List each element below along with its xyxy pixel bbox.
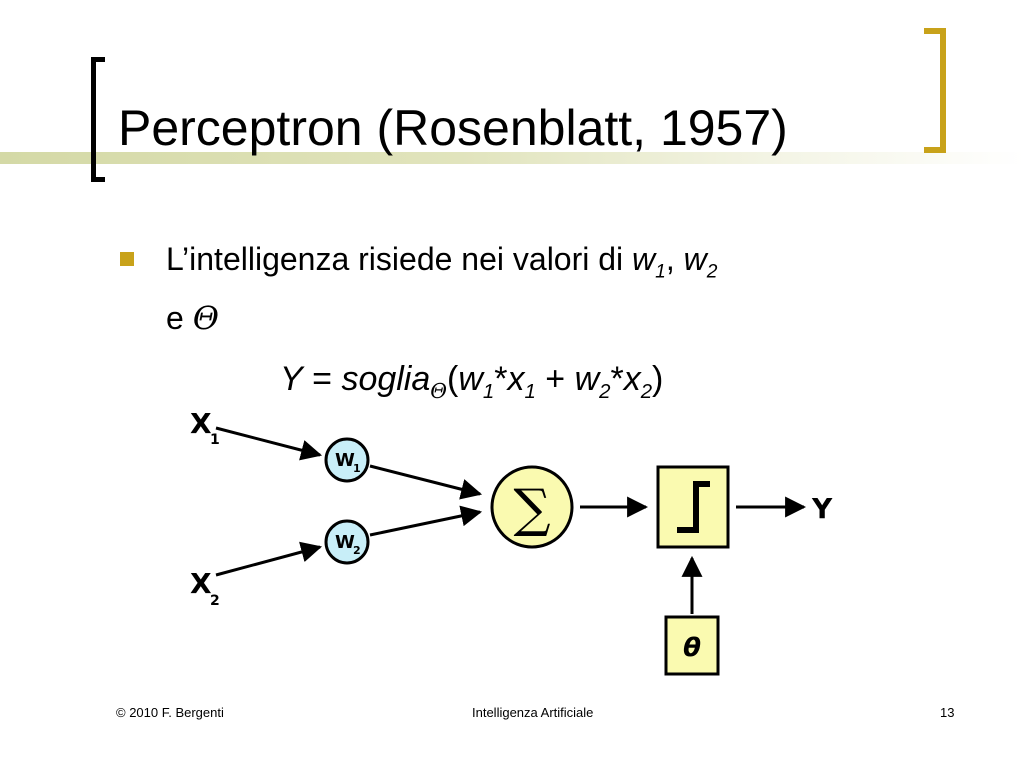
slide-title: Perceptron (Rosenblatt, 1957): [118, 100, 788, 156]
perceptron-diagram: X 1 X 2 W 1 W 2 ∑ Y θ: [190, 407, 833, 676]
bullet-lead-text: L’intelligenza risiede nei valori di: [166, 241, 633, 277]
theta-symbol: θ: [683, 633, 701, 663]
bullet-w1: w1: [632, 241, 666, 283]
svg-text:1: 1: [210, 432, 220, 448]
threshold-node: θ: [664, 615, 720, 676]
svg-text:2: 2: [353, 544, 361, 557]
arrow-w2-to-sum: [369, 505, 483, 537]
svg-text:W: W: [335, 450, 355, 471]
svg-text:2: 2: [210, 593, 220, 609]
sum-symbol: ∑: [513, 479, 550, 539]
weight-w2-node: W 2: [324, 519, 370, 565]
weight-w1-node: W 1: [324, 437, 370, 483]
footer-page-number: 13: [940, 705, 955, 720]
output-y-label: Y: [811, 492, 833, 525]
bullet-and: e: [166, 300, 193, 337]
bullet-text: L’intelligenza risiede nei valori di w1,…: [166, 241, 718, 338]
input-x1-label: X 1: [190, 407, 220, 448]
step-function-icon: [677, 481, 710, 533]
bullet-theta: Θ: [192, 299, 219, 338]
svg-text:X: X: [190, 407, 212, 440]
bullet-square-icon: [120, 252, 134, 266]
footer-copyright: © 2010 F. Bergenti: [116, 705, 224, 720]
input-x2-label: X 2: [190, 567, 220, 609]
right-bracket-decoration: [924, 28, 946, 153]
sum-node: ∑: [490, 465, 574, 549]
svg-text:X: X: [190, 567, 212, 600]
footer-course: Intelligenza Artificiale: [472, 705, 594, 720]
arrow-w1-to-sum: [369, 464, 483, 500]
title-underline-bar: [0, 152, 1024, 164]
step-function-node: [656, 465, 730, 549]
perceptron-formula: Y = sogliaΘ(w1*x1 + w2*x2): [280, 360, 664, 403]
arrow-x1-to-w1: [215, 426, 323, 461]
left-bracket-decoration: [91, 57, 105, 182]
svg-text:1: 1: [353, 462, 361, 475]
bullet-w2: w2: [683, 241, 718, 283]
svg-text:W: W: [335, 532, 355, 553]
arrow-x2-to-w2: [215, 541, 323, 577]
